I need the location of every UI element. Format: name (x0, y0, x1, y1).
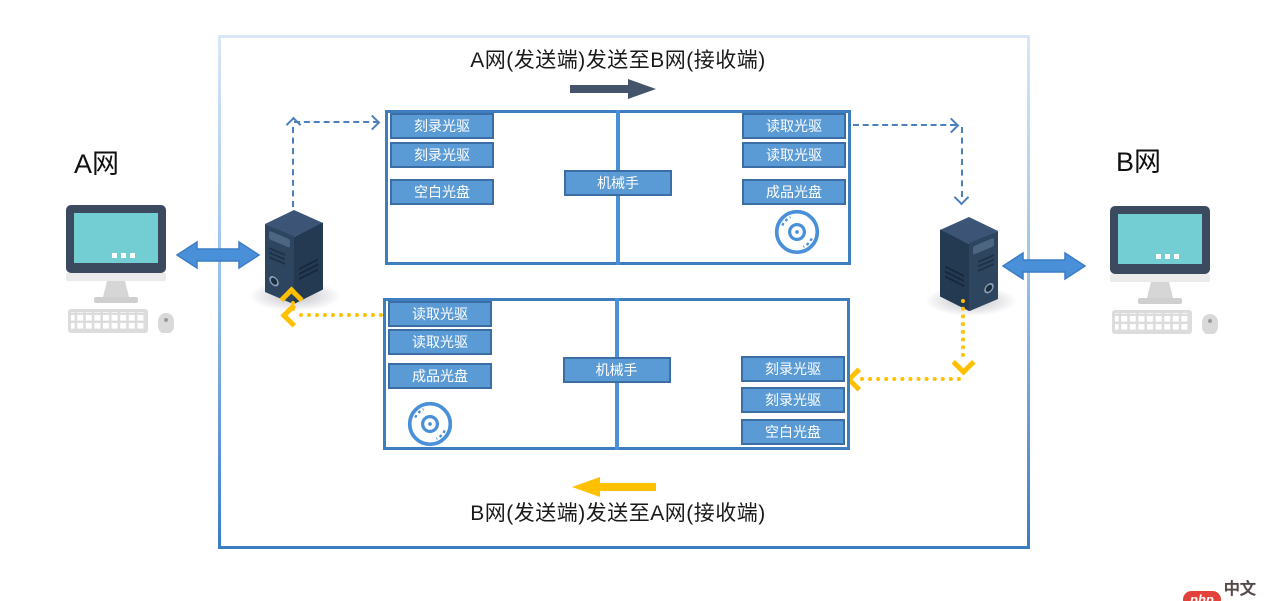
arrow-left-yellow-icon (572, 477, 656, 497)
network-a-label: A网 (74, 149, 120, 179)
slot-finished-disc: 成品光盘 (742, 179, 846, 205)
slot-read-drive-1: 读取光驱 (742, 113, 846, 139)
desktop-computer-b-icon (1110, 206, 1218, 334)
php-logo-badge: php (1183, 590, 1221, 601)
dashed-path-b-down (961, 127, 963, 197)
top-flow-title: A网(发送端)发送至B网(接收端) (470, 49, 766, 72)
dashed-path-a-right (294, 121, 379, 123)
server-tower-a-icon (265, 210, 323, 304)
slot-blank-disc: 空白光盘 (390, 179, 494, 205)
slot-read-drive-1: 读取光驱 (388, 301, 492, 327)
dotted-path-a-left (299, 313, 383, 317)
disc-icon (407, 401, 453, 447)
slot-blank-disc: 空白光盘 (741, 419, 845, 445)
dashed-path-b-right (853, 124, 956, 126)
slot-robot-arm: 机械手 (562, 357, 671, 383)
dotted-path-b-down (961, 299, 965, 357)
site-logo-text: 中文网 (1223, 581, 1256, 598)
slot-read-drive-2: 读取光驱 (742, 142, 846, 168)
slot-burn-drive-2: 刻录光驱 (741, 387, 845, 413)
slot-burn-drive-1: 刻录光驱 (390, 113, 494, 139)
bottom-flow-title: B网(发送端)发送至A网(接收端) (470, 502, 766, 525)
slot-burn-drive-1: 刻录光驱 (741, 356, 845, 382)
site-logo: php 中文网 (1183, 575, 1267, 601)
double-arrow-b-icon (1001, 251, 1087, 281)
server-tower-b-icon (940, 217, 998, 311)
slot-read-drive-2: 读取光驱 (388, 329, 492, 355)
station-a-to-b: 刻录光驱 刻录光驱 空白光盘 机械手 读取光驱 读取光驱 成品光盘 (385, 110, 851, 265)
dashed-path-a-up (292, 127, 294, 207)
desktop-computer-a-icon (66, 205, 174, 333)
double-arrow-a-icon (175, 240, 261, 270)
dotted-path-a-up (291, 301, 295, 311)
slot-burn-drive-2: 刻录光驱 (390, 142, 494, 168)
dotted-path-b-left (860, 377, 961, 381)
slot-finished-disc: 成品光盘 (388, 363, 492, 389)
disc-icon (774, 209, 820, 255)
network-b-label: B网 (1116, 147, 1162, 177)
slot-robot-arm: 机械手 (564, 170, 672, 196)
arrow-right-dark-icon (570, 79, 656, 99)
station-b-to-a: 读取光驱 读取光驱 成品光盘 机械手 刻录光驱 刻录光驱 空白光盘 (383, 298, 850, 450)
